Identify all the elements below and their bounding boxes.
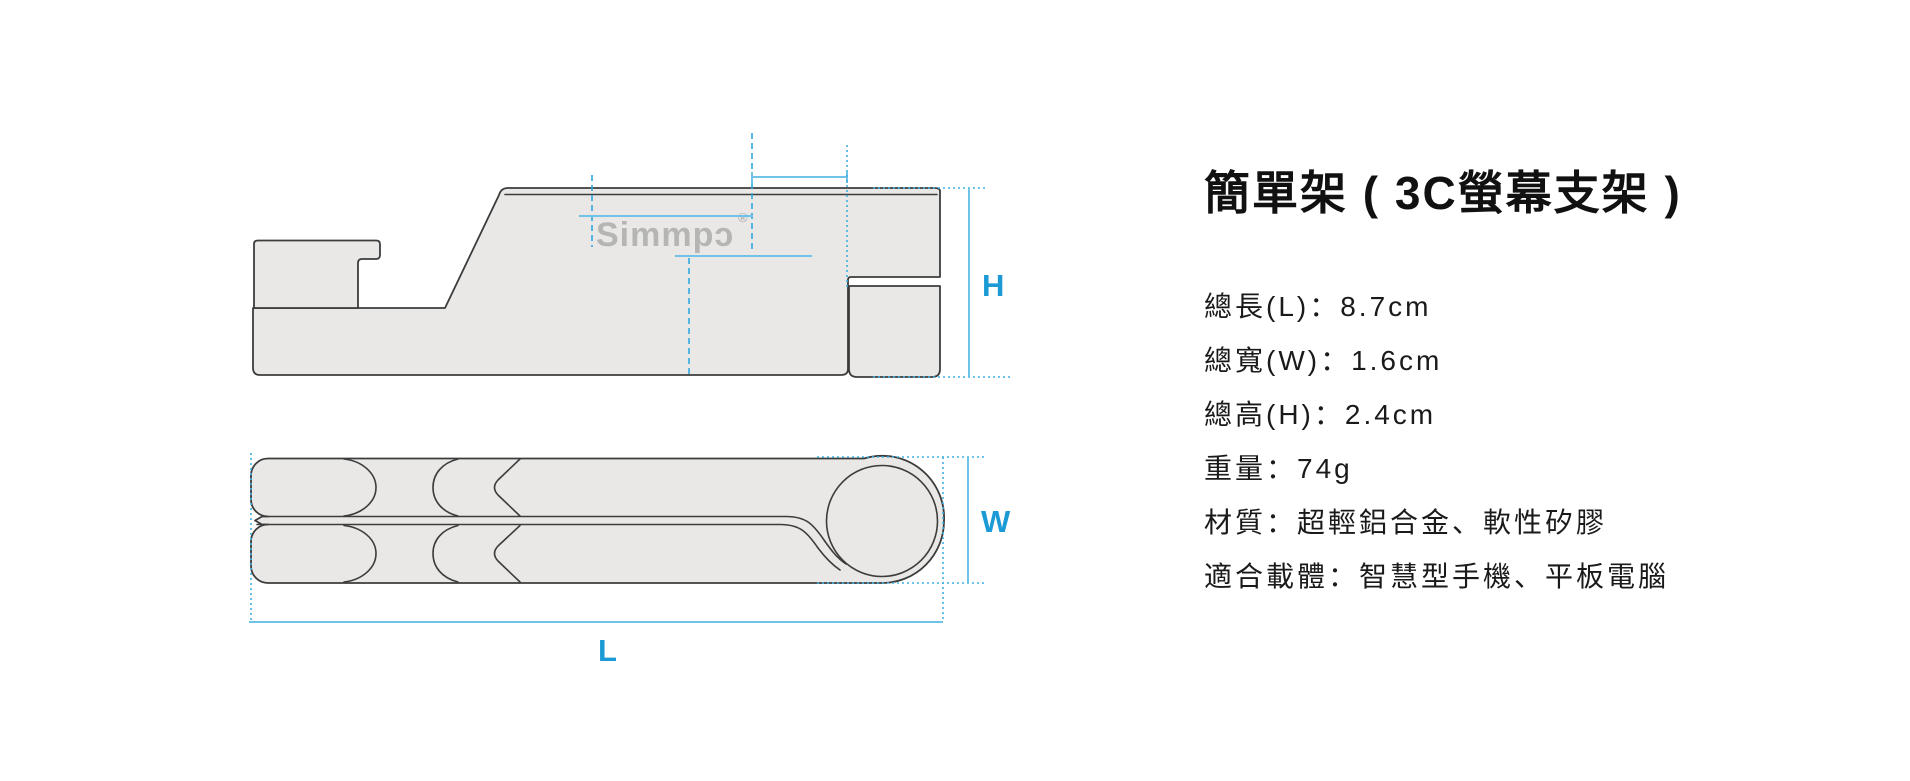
top-view-outline bbox=[250, 454, 945, 584]
spec-weight: 重量：74g bbox=[1204, 453, 1353, 484]
side-view-dimension-lines bbox=[579, 133, 1012, 378]
side-view-hinge-segment bbox=[848, 285, 941, 378]
top-view-interlock-curve-lower bbox=[432, 524, 459, 583]
top-view-groove-top bbox=[261, 515, 847, 565]
top-view-chevron-upper bbox=[493, 458, 521, 517]
top-view: W L bbox=[249, 453, 1011, 668]
spec-compatibility: 適合載體：智慧型手機、平板電腦 bbox=[1204, 561, 1670, 592]
side-view-front-lip bbox=[253, 239, 381, 309]
dimension-diagram: Simmpɔ ® H bbox=[249, 133, 1012, 668]
spec-total-width: 總寬(W)：1.6cm bbox=[1204, 345, 1443, 376]
brand-logo: Simmpɔ ® bbox=[596, 210, 748, 254]
brand-logo-text: Simmpɔ bbox=[596, 216, 734, 254]
top-view-chevron-lower bbox=[493, 524, 521, 583]
width-label: W bbox=[981, 504, 1011, 539]
product-title: 簡單架 ( 3C螢幕支架 ) bbox=[1204, 167, 1682, 219]
side-view: Simmpɔ ® H bbox=[252, 133, 1012, 378]
spec-total-height: 總高(H)：2.4cm bbox=[1204, 399, 1437, 430]
spec-panel: 簡單架 ( 3C螢幕支架 ) 總長(L)：8.7cm 總寬(W)：1.6cm 總… bbox=[1204, 167, 1864, 592]
top-view-interlock-curve-upper bbox=[432, 458, 459, 517]
top-view-groove-bottom bbox=[256, 523, 841, 571]
spec-list: 總長(L)：8.7cm 總寬(W)：1.6cm 總高(H)：2.4cm 重量：7… bbox=[1204, 280, 1864, 604]
length-label: L bbox=[598, 633, 617, 668]
height-label: H bbox=[982, 268, 1004, 303]
side-view-main-body bbox=[252, 187, 941, 376]
top-view-cap-curve-upper bbox=[343, 458, 377, 517]
registered-mark: ® bbox=[738, 210, 748, 225]
top-view-hinge-disc bbox=[825, 464, 939, 578]
spec-total-length: 總長(L)：8.7cm bbox=[1204, 291, 1432, 322]
spec-material: 材質：超輕鋁合金、軟性矽膠 bbox=[1204, 507, 1608, 538]
top-view-dimension-lines bbox=[249, 453, 985, 623]
top-view-cap-curve-lower bbox=[343, 524, 377, 583]
